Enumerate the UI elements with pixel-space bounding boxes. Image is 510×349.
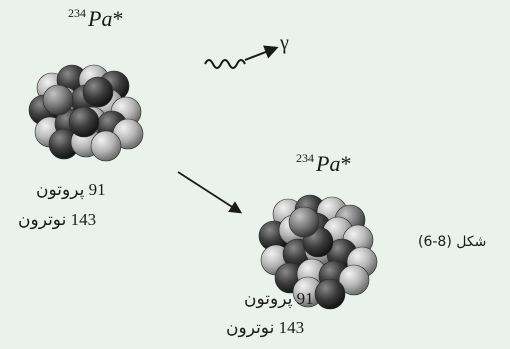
nucleus-top-protons: 91 پروتون [36,180,106,200]
nucleus-top-neutrons: 143 نوترون [18,210,96,230]
nucleus-top-symbol: 234Pa* [68,6,123,32]
nucleon-sphere [91,131,121,161]
gamma-symbol: γ [280,32,289,55]
nucleon-sphere [83,77,113,107]
nucleon-sphere [43,85,73,115]
nucleon-sphere [315,279,345,309]
nucleon-sphere [289,207,319,237]
nucleon-sphere [69,107,99,137]
gamma-arrow [245,48,276,60]
nucleus-top [29,65,143,161]
mass-number: 234 [68,6,86,20]
excited-state-mark: * [112,6,123,31]
element-symbol: Pa [88,6,112,31]
gamma-wave [205,60,245,68]
nucleus-bottom-neutrons: 143 نوترون [226,318,304,338]
figure-caption: (6-8) شکل [418,234,486,250]
element-symbol: Pa [316,151,340,176]
transition-arrow [178,172,240,212]
mass-number: 234 [296,151,314,165]
nucleus-bottom-symbol: 234Pa* [296,151,351,177]
excited-state-mark: * [340,151,351,176]
nucleus-bottom-protons: 91 پروتون [244,289,314,309]
